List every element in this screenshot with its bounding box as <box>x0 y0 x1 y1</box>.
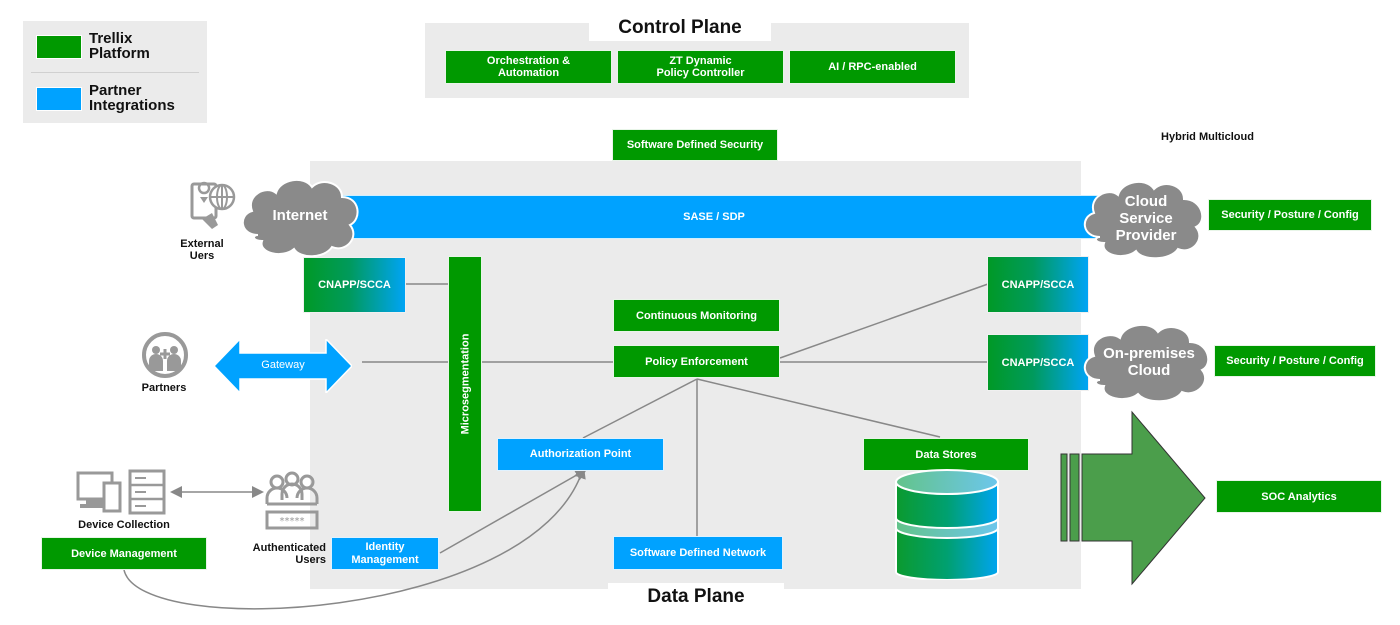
cloud-service-provider-icon <box>1084 180 1204 259</box>
cnapp-scca-left-box[interactable]: CNAPP/SCCA <box>303 257 406 313</box>
on-premises-cloud-label: On-premises Cloud <box>1103 345 1195 379</box>
identity-management-box[interactable]: Identity Management <box>331 537 439 570</box>
data-plane-title-bg <box>608 583 784 613</box>
soc-arrow <box>1060 410 1206 586</box>
legend-divider <box>31 72 199 73</box>
gateway-label: Gateway <box>261 359 305 371</box>
device-management-box[interactable]: Device Management <box>41 537 207 570</box>
internet-cloud-label: Internet <box>272 207 328 224</box>
line-policy-cnapp-top <box>779 283 989 359</box>
software-defined-security-box[interactable]: Software Defined Security <box>612 129 778 161</box>
hybrid-multicloud-label: Hybrid Multicloud <box>1161 131 1254 143</box>
ai-rpc-enabled-box[interactable]: AI / RPC-enabled <box>789 50 956 84</box>
device-collection-icon <box>76 469 166 515</box>
soc-analytics-box[interactable]: SOC Analytics <box>1216 480 1382 513</box>
cnapp-scca-right-top-box[interactable]: CNAPP/SCCA <box>987 256 1089 313</box>
on-premises-cloud-icon <box>1084 323 1210 403</box>
sase-sdp-bar[interactable]: SASE / SDP <box>330 195 1098 239</box>
line-policy-auth <box>582 378 698 439</box>
legend-label-partner: Partner Integrations <box>89 82 175 114</box>
gateway-double-arrow[interactable] <box>214 339 352 393</box>
data-plane-title: Data Plane <box>647 586 745 607</box>
authenticated-users-icon: ***** <box>265 471 319 530</box>
csp-security-posture-config-box[interactable]: Security / Posture / Config <box>1208 199 1372 231</box>
device-collection-label: Device Collection <box>78 519 170 531</box>
line-policy-datastores <box>696 378 941 438</box>
onprem-security-posture-config-box[interactable]: Security / Posture / Config <box>1214 345 1376 377</box>
data-stores-box[interactable]: Data Stores <box>863 438 1029 471</box>
continuous-monitoring-box[interactable]: Continuous Monitoring <box>613 299 780 332</box>
legend: Trellix Platform Partner Integrations <box>23 21 207 123</box>
cloud-service-provider-label: Cloud Service Provider <box>1115 193 1177 244</box>
svg-text:*****: ***** <box>280 516 305 527</box>
legend-label-trellix: Trellix Platform <box>89 30 150 62</box>
cnapp-scca-right-mid-box[interactable]: CNAPP/SCCA <box>987 334 1089 391</box>
partners-icon <box>142 332 188 378</box>
orchestration-automation-box[interactable]: Orchestration & Automation <box>445 50 612 84</box>
line-device-auth-curve <box>123 466 586 610</box>
software-defined-network-box[interactable]: Software Defined Network <box>613 536 783 570</box>
internet-cloud-icon <box>242 178 359 257</box>
zt-dynamic-policy-controller-box[interactable]: ZT Dynamic Policy Controller <box>617 50 784 84</box>
line-identity-auth <box>439 469 588 554</box>
external-users-icon <box>190 181 236 229</box>
legend-swatch-partner <box>36 87 82 111</box>
legend-swatch-trellix <box>36 35 82 59</box>
control-plane-title: Control Plane <box>618 17 742 38</box>
authenticated-users-label: Authenticated Users <box>252 542 326 566</box>
database-icon <box>895 469 999 580</box>
external-users-label: External Uers <box>180 238 224 262</box>
control-plane-title-bg <box>589 14 771 41</box>
partners-label: Partners <box>141 382 187 394</box>
policy-enforcement-box[interactable]: Policy Enforcement <box>613 345 780 378</box>
authorization-point-box[interactable]: Authorization Point <box>497 438 664 471</box>
microsegmentation-bar[interactable]: Microsegmentation <box>448 256 482 512</box>
